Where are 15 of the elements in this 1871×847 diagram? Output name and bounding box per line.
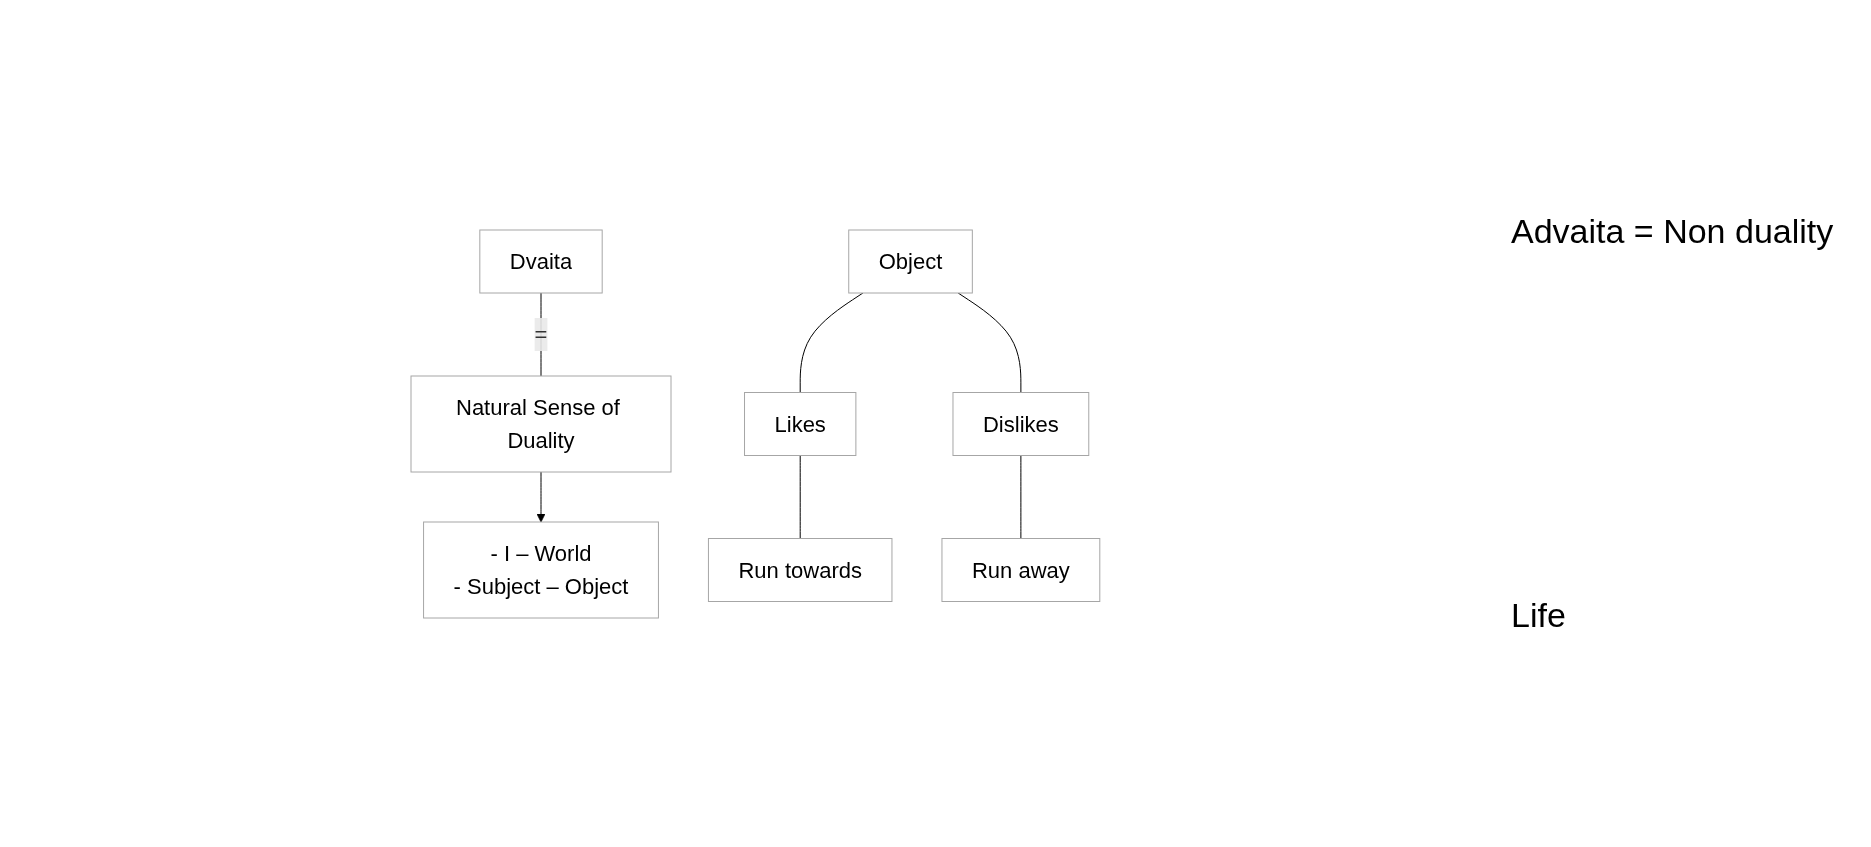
bracket-label: Advaita = Non duality [1511,212,1835,252]
edge-label: = [534,321,548,347]
bracket-label: Life [1511,595,1567,635]
node-box: Dvaita [479,229,603,293]
connector [799,292,864,393]
arrow [536,471,546,522]
node-box: Object [848,229,973,293]
node-box: Dislikes [952,391,1090,456]
connector [957,292,1022,393]
node-box: Likes [744,391,857,456]
connector [799,454,801,539]
node-box: Run away [941,537,1101,602]
node-box: - I – World - Subject – Object [423,521,660,618]
node-box: Run towards [708,537,893,602]
node-box: Natural Sense of Duality [410,375,672,472]
